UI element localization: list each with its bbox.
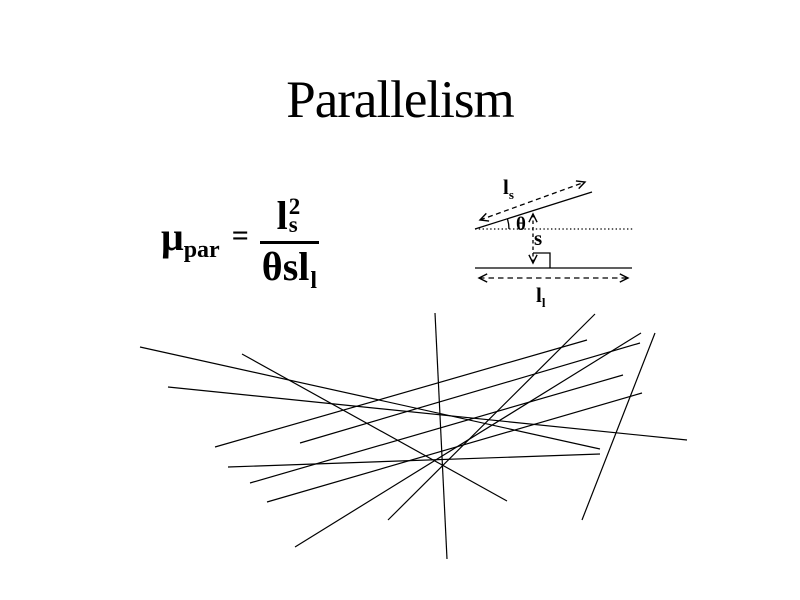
- scatter-lines: [139, 312, 688, 560]
- denominator-base: l: [298, 244, 310, 289]
- label-ll-subscript: l: [541, 295, 546, 310]
- line-segment: [227, 453, 601, 468]
- line-segment: [299, 342, 641, 444]
- label-short-segment: ls: [503, 175, 514, 202]
- numerator-superscript: 2: [288, 194, 301, 219]
- line-segment: [387, 313, 596, 521]
- label-angle-theta: θ: [516, 214, 526, 235]
- numerator-subscript: s: [288, 212, 298, 238]
- label-ls-subscript: s: [508, 187, 514, 202]
- fraction-denominator: θsll: [260, 244, 319, 294]
- denominator-theta: θ: [261, 244, 283, 289]
- line-segment: [139, 346, 601, 450]
- equals-sign: =: [231, 219, 249, 252]
- right-angle-mark: [533, 252, 551, 268]
- line-segment: [266, 392, 643, 503]
- line-segment: [241, 353, 508, 502]
- line-segment: [249, 374, 624, 484]
- line-segment: [434, 312, 448, 560]
- line-segment: [294, 332, 642, 548]
- denominator-subscript: l: [310, 268, 318, 294]
- mu-subscript: par: [183, 237, 220, 263]
- slide-title: Parallelism: [286, 71, 514, 129]
- mu-symbol: μ: [161, 214, 184, 259]
- label-ls-base: l: [503, 175, 509, 199]
- angle-arc: [506, 218, 510, 230]
- line-segment: [214, 339, 588, 448]
- label-long-segment: ll: [536, 283, 545, 310]
- denominator-s: s: [282, 244, 299, 289]
- numerator-base: l: [276, 193, 288, 238]
- line-segment: [167, 386, 688, 441]
- fraction-bar: [259, 241, 320, 244]
- formula-lhs: μpar: [161, 214, 220, 263]
- line-segment: [581, 332, 656, 521]
- label-ll-base: l: [536, 283, 542, 307]
- short-segment-length-arrow: [478, 180, 587, 222]
- parallelism-diagram: [474, 180, 633, 283]
- label-separation-s: s: [534, 226, 543, 250]
- short-segment-line: [474, 191, 593, 230]
